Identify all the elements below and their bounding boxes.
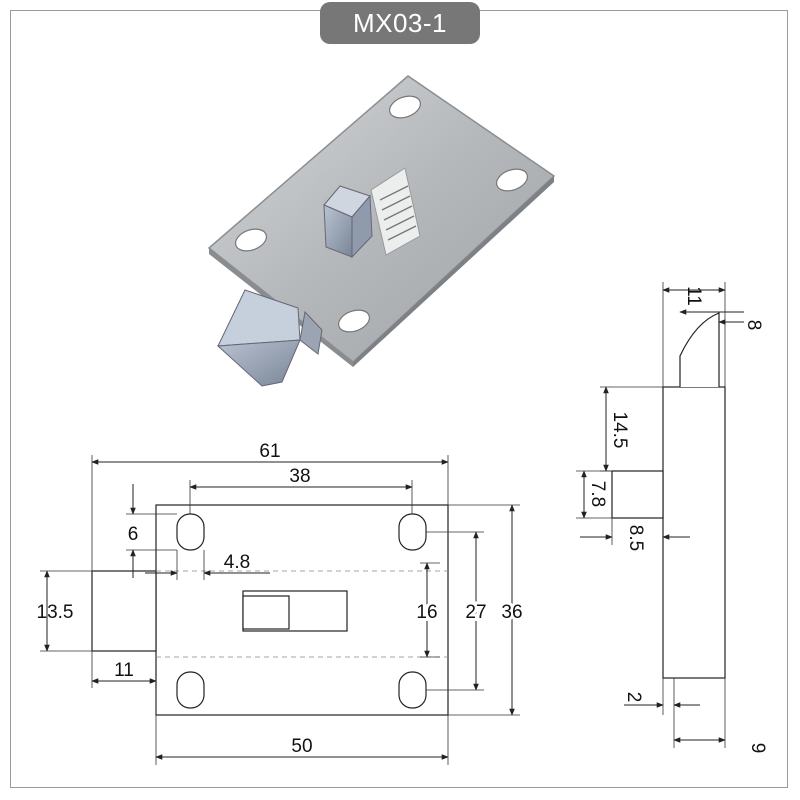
side-plate bbox=[662, 386, 726, 679]
front-view: 61 38 6 4.8 13.5 11 16 bbox=[37, 441, 526, 765]
dim-bevel: 8 bbox=[743, 320, 764, 331]
dim-knob-height: 7.8 bbox=[587, 481, 608, 507]
dim-plate-thickness: 2 bbox=[623, 692, 644, 703]
bolt-body bbox=[91, 570, 157, 652]
mount-hole-bl bbox=[176, 671, 205, 709]
side-view: 11 8 14.5 7.8 8.5 2 9 bbox=[576, 282, 768, 753]
mount-hole-tl bbox=[176, 513, 205, 551]
dim-hole-width: 4.8 bbox=[224, 552, 250, 573]
side-knob bbox=[611, 470, 664, 519]
dim-knob-depth: 8.5 bbox=[625, 525, 646, 551]
dim-hole-height: 6 bbox=[128, 524, 139, 545]
product-photo bbox=[207, 75, 556, 387]
dim-plate-height: 36 bbox=[501, 602, 522, 623]
dim-bolt-protrusion: 11 bbox=[114, 660, 134, 681]
side-bolt-tip bbox=[679, 312, 720, 387]
model-badge: MX03-1 bbox=[320, 2, 480, 44]
dim-hole-spacing-h: 38 bbox=[289, 466, 310, 487]
dim-bolt-height: 13.5 bbox=[37, 602, 74, 623]
dim-top-width: 11 bbox=[683, 286, 704, 306]
dim-overall-width: 61 bbox=[259, 441, 280, 462]
dim-plate-width: 50 bbox=[291, 736, 312, 757]
mount-hole-br bbox=[398, 671, 427, 709]
dim-upper-offset: 14.5 bbox=[609, 412, 630, 449]
dim-bolt-thickness: 9 bbox=[747, 743, 768, 754]
bolt-knob bbox=[242, 595, 290, 630]
mount-hole-tr bbox=[398, 513, 427, 551]
dim-hole-spacing-v: 27 bbox=[465, 602, 486, 623]
dim-slot-height: 16 bbox=[416, 602, 437, 623]
